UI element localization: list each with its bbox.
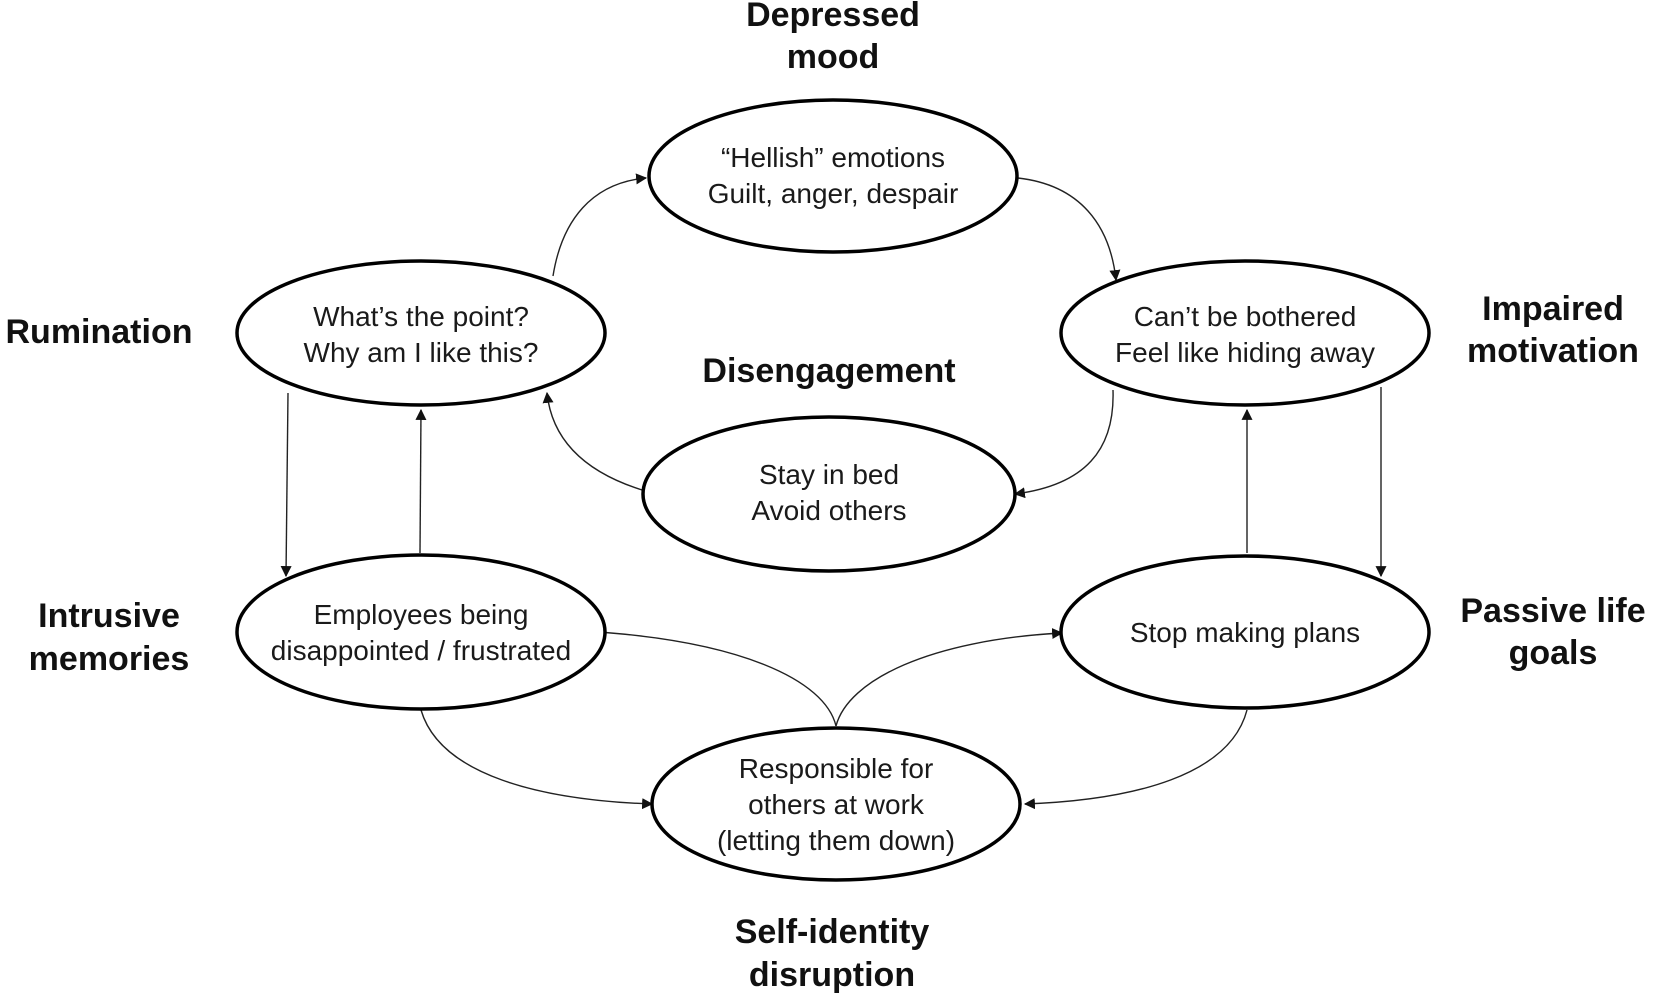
- arrow-memories-to-identity: [420, 709, 654, 810]
- node-ellipse: [1059, 259, 1431, 407]
- arrow-memories-to-rumination: [415, 408, 427, 554]
- node-depressed-mood: “Hellish” emotions Guilt, anger, despair: [647, 98, 1019, 254]
- node-line: Stop making plans: [1130, 617, 1360, 648]
- node-line: (letting them down): [717, 825, 955, 856]
- node-line: Employees being: [314, 599, 529, 630]
- node-ellipse: [235, 553, 607, 711]
- label-line: Self-identity: [735, 913, 930, 951]
- label-rumination: Rumination: [6, 313, 193, 351]
- label-line: Rumination: [6, 313, 193, 351]
- label-passive-life-goals: Passive life goals: [1460, 592, 1645, 672]
- node-line: Guilt, anger, despair: [708, 178, 959, 209]
- arrow-rumination-to-mood: [552, 173, 648, 277]
- label-line: Passive life: [1460, 592, 1645, 630]
- node-line: “Hellish” emotions: [721, 142, 945, 173]
- label-line: Impaired: [1482, 290, 1624, 328]
- node-line: Avoid others: [751, 495, 906, 526]
- label-disengagement: Disengagement: [702, 352, 955, 390]
- arrow-identity-to-memories: [581, 626, 837, 727]
- arrow-motivation-to-disengagement: [1013, 389, 1114, 499]
- node-line: others at work: [748, 789, 925, 820]
- node-disengagement: Stay in bed Avoid others: [641, 415, 1017, 573]
- label-impaired-motivation: Impaired motivation: [1467, 290, 1639, 370]
- node-self-identity: Responsible for others at work (letting …: [650, 726, 1022, 882]
- arrow-disengagement-to-rumination: [542, 391, 643, 491]
- label-line: disruption: [749, 956, 915, 994]
- node-passive-life-goals: Stop making plans: [1059, 554, 1431, 710]
- node-line: Why am I like this?: [304, 337, 539, 368]
- label-self-identity: Self-identity disruption: [735, 913, 930, 994]
- label-line: goals: [1509, 634, 1598, 672]
- node-line: What’s the point?: [313, 301, 529, 332]
- arrow-identity-to-goals: [835, 628, 1064, 727]
- node-ellipse: [1059, 554, 1431, 710]
- label-line: memories: [29, 640, 190, 678]
- node-ellipse: [641, 415, 1017, 573]
- node-ellipse: [650, 726, 1022, 882]
- node-line: Stay in bed: [759, 459, 899, 490]
- label-depressed-mood: Depressed mood: [746, 0, 920, 76]
- node-line: Responsible for: [739, 753, 934, 784]
- label-line: mood: [787, 38, 880, 76]
- node-line: Can’t be bothered: [1134, 301, 1357, 332]
- node-line: disappointed / frustrated: [271, 635, 571, 666]
- label-line: Disengagement: [702, 352, 955, 390]
- arrow-mood-to-motivation: [1017, 177, 1121, 282]
- node-intrusive-memories: Employees being disappointed / frustrate…: [235, 553, 607, 711]
- label-line: Depressed: [746, 0, 920, 34]
- arrow-goals-to-identity: [1023, 709, 1248, 810]
- node-rumination: What’s the point? Why am I like this?: [235, 259, 607, 407]
- label-intrusive-memories: Intrusive memories: [29, 597, 190, 678]
- connectors: [280, 173, 1387, 810]
- node-line: Feel like hiding away: [1115, 337, 1375, 368]
- label-line: motivation: [1467, 332, 1639, 370]
- arrow-rumination-to-memories: [280, 392, 292, 578]
- node-impaired-motivation: Can’t be bothered Feel like hiding away: [1059, 259, 1431, 407]
- label-line: Intrusive: [38, 597, 180, 635]
- node-ellipse: [235, 259, 607, 407]
- node-ellipse: [647, 98, 1019, 254]
